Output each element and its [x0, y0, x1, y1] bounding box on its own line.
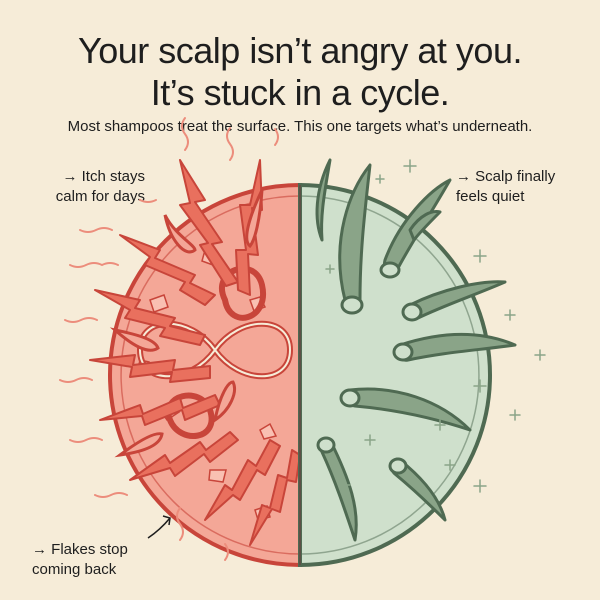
sparkle-icons	[325, 159, 546, 493]
callout-flakes-line-2: coming back	[32, 561, 117, 578]
hair-follicles	[109, 189, 264, 458]
callout-quiet-line-2: feels quiet	[456, 188, 525, 205]
calm-follicles	[316, 261, 423, 475]
callout-quiet-line-1: → Scalp finally	[456, 168, 556, 185]
calm-hair-strands	[315, 158, 517, 542]
callout-flakes-line-1: → Flakes stop	[32, 541, 128, 558]
callout-itch-line-1: → Itch stays	[62, 168, 145, 185]
irritated-hair-spikes	[89, 159, 301, 546]
irritation-wave-icons	[59, 117, 279, 561]
headline: Your scalp isn’t angry at you. It’s stuc…	[0, 30, 600, 114]
flakes-arrow-icon	[147, 517, 171, 539]
headline-line-2: It’s stuck in a cycle.	[150, 72, 450, 113]
calm-scalp-half	[298, 158, 546, 568]
callout-itch: → Itch stays calm for days	[30, 167, 145, 207]
callout-quiet: → Scalp finally feels quiet	[456, 167, 576, 207]
callout-itch-line-2: calm for days	[55, 188, 145, 205]
headline-line-1: Your scalp isn’t angry at you.	[78, 30, 522, 71]
callout-flakes: → Flakes stop coming back	[32, 540, 172, 580]
irritated-scalp-half	[59, 117, 302, 568]
